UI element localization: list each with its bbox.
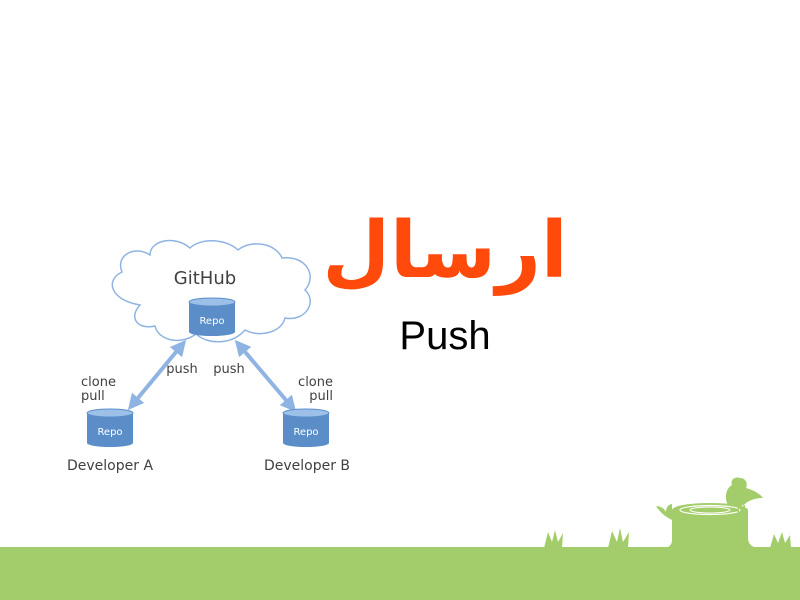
clone-label-left: clone [81,375,116,390]
developer-b-repo-icon [282,408,330,447]
grass-tuft-icon [770,532,791,548]
ground-strip [0,547,800,600]
clone-label-right: clone [298,375,333,390]
developer-b-repo-label: Repo [293,427,318,438]
push-arrow-right [234,339,297,413]
github-label: GitHub [174,268,236,289]
developer-a-repo-label: Repo [97,427,122,438]
tree-stump-icon [656,503,760,548]
github-cloud [111,239,311,343]
developer-b-label: Developer B [264,458,350,474]
bird-icon [725,477,763,513]
push-label-left: push [166,362,198,377]
pull-label-right: pull [309,389,333,404]
slide-title-persian: ارسال [322,206,568,296]
push-arrow-left [127,339,187,411]
central-repo-label: Repo [199,316,224,327]
grass-tuft-icon [544,530,563,548]
developer-a-label: Developer A [67,458,153,474]
pull-label-left: pull [81,389,105,404]
developer-a-repo-icon [86,408,134,447]
push-label-right: push [213,362,245,377]
central-repo-icon [188,297,236,336]
slide-title-english: Push [399,314,491,358]
grass-tuft-icon [608,528,629,548]
